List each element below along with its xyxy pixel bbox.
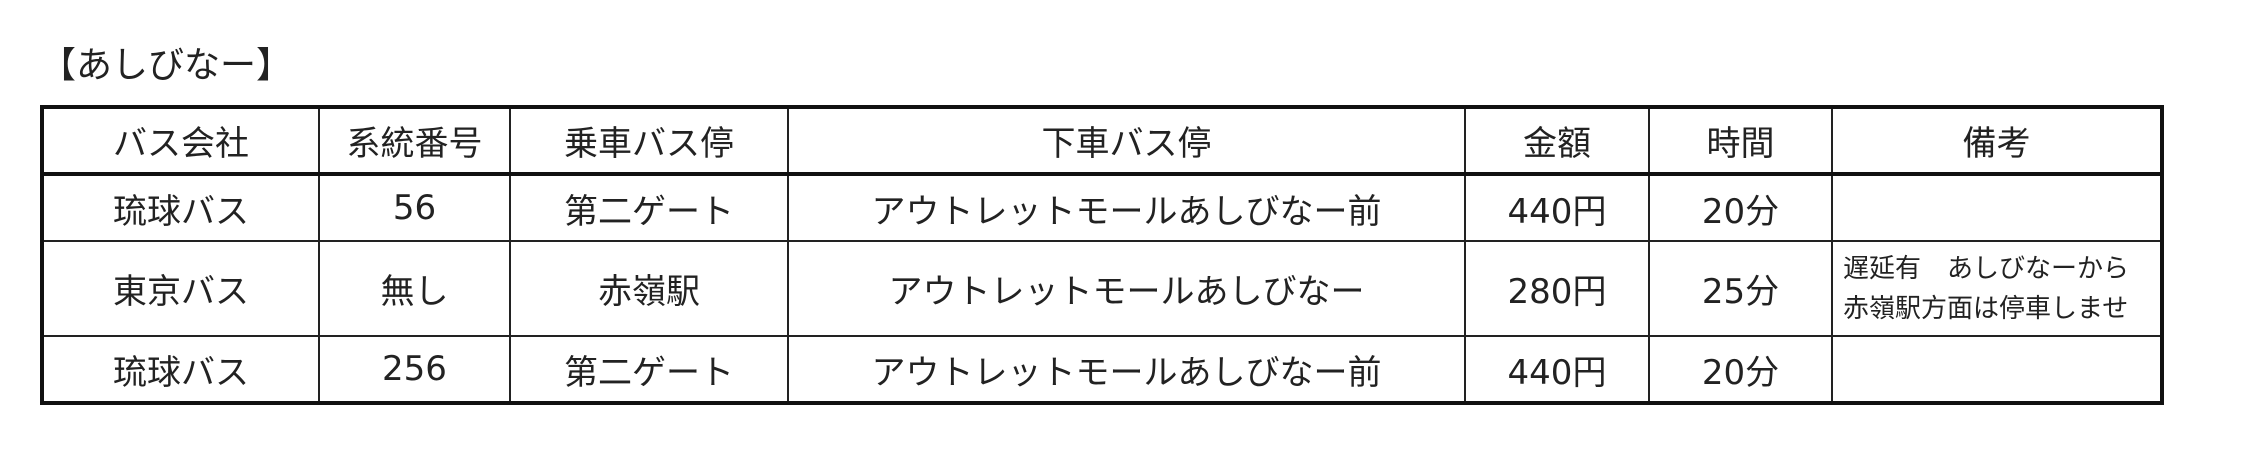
sheet-title: 【あしびなー】 bbox=[40, 45, 293, 86]
header-time[interactable]: 時間 bbox=[1648, 106, 1833, 176]
cell-bus-company[interactable]: 琉球バス bbox=[41, 173, 320, 242]
table-row: 東京バス 無し 赤嶺駅 アウトレットモールあしびなー 280円 25分 遅延有 … bbox=[41, 240, 2163, 337]
remark-line: 遅延有 あしびなーから bbox=[1843, 253, 2130, 284]
cell-alighting-stop[interactable]: アウトレットモールあしびなー bbox=[787, 240, 1466, 337]
cell-alighting-stop[interactable]: アウトレットモールあしびなー前 bbox=[787, 335, 1466, 404]
header-boarding-stop[interactable]: 乗車バス停 bbox=[509, 106, 789, 176]
cell-route-number[interactable]: 256 bbox=[318, 335, 511, 404]
remark-line: 赤嶺駅方面は停車しませ bbox=[1843, 293, 2129, 324]
cell-boarding-stop[interactable]: 第二ゲート bbox=[509, 335, 789, 404]
cell-fare[interactable]: 440円 bbox=[1464, 335, 1650, 404]
cell-route-number[interactable]: 無し bbox=[318, 240, 511, 337]
cell-time[interactable]: 25分 bbox=[1648, 240, 1833, 337]
cell-remarks[interactable] bbox=[1831, 173, 2163, 242]
header-bus-company[interactable]: バス会社 bbox=[41, 106, 320, 176]
cell-remarks[interactable] bbox=[1831, 335, 2163, 404]
cell-route-number[interactable]: 56 bbox=[318, 173, 511, 242]
cell-fare[interactable]: 440円 bbox=[1464, 173, 1650, 242]
cell-time[interactable]: 20分 bbox=[1648, 335, 1833, 404]
header-row: バス会社 系統番号 乗車バス停 下車バス停 金額 時間 備考 bbox=[41, 106, 2163, 176]
header-alighting-stop[interactable]: 下車バス停 bbox=[787, 106, 1466, 176]
header-remarks[interactable]: 備考 bbox=[1831, 106, 2163, 176]
cell-bus-company[interactable]: 東京バス bbox=[41, 240, 320, 337]
table-row: 琉球バス 256 第二ゲート アウトレットモールあしびなー前 440円 20分 bbox=[41, 335, 2163, 404]
header-route-number[interactable]: 系統番号 bbox=[318, 106, 511, 176]
table-row: 琉球バス 56 第二ゲート アウトレットモールあしびなー前 440円 20分 bbox=[41, 173, 2163, 242]
cell-remarks[interactable]: 遅延有 あしびなーから 赤嶺駅方面は停車しませ bbox=[1831, 240, 2163, 337]
cell-alighting-stop[interactable]: アウトレットモールあしびなー前 bbox=[787, 173, 1466, 242]
cell-boarding-stop[interactable]: 赤嶺駅 bbox=[509, 240, 789, 337]
cell-boarding-stop[interactable]: 第二ゲート bbox=[509, 173, 789, 242]
cell-bus-company[interactable]: 琉球バス bbox=[41, 335, 320, 404]
header-fare[interactable]: 金額 bbox=[1464, 106, 1650, 176]
cell-time[interactable]: 20分 bbox=[1648, 173, 1833, 242]
cell-fare[interactable]: 280円 bbox=[1464, 240, 1650, 337]
bus-table: バス会社 系統番号 乗車バス停 下車バス停 金額 時間 備考 琉球バス 56 第… bbox=[40, 105, 2164, 405]
